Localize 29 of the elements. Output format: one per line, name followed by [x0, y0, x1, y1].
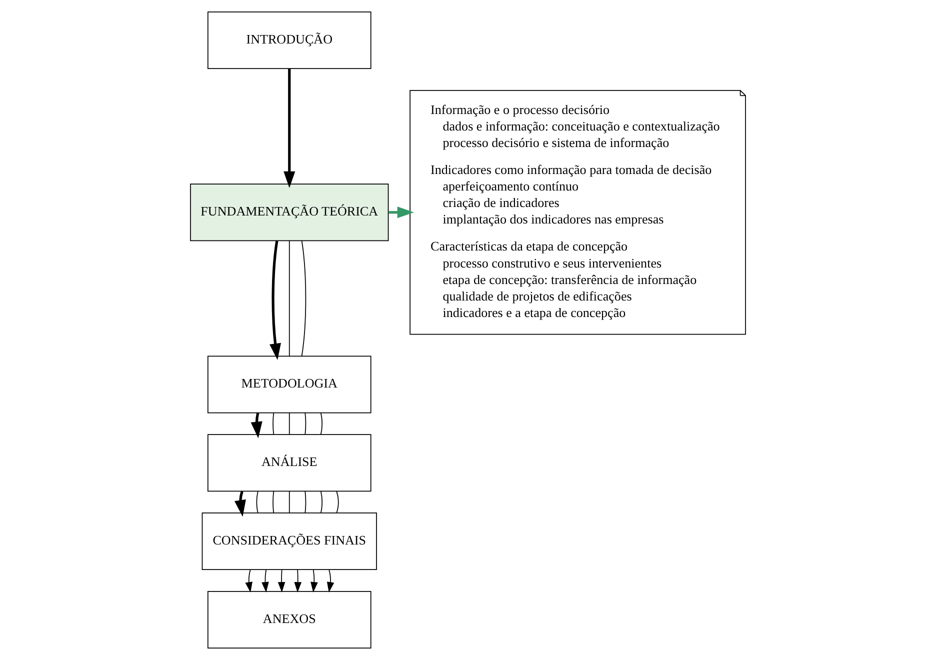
arrow — [262, 569, 269, 593]
arrow — [326, 569, 334, 592]
connector — [272, 491, 274, 514]
arrow — [284, 68, 296, 188]
connector — [288, 491, 290, 514]
node-box: CONSIDERAÇÕES FINAIS — [202, 512, 377, 570]
arrow — [278, 569, 286, 593]
arrow — [245, 569, 252, 592]
connector — [304, 491, 306, 514]
arrow — [234, 491, 246, 517]
node-box: METODOLOGIA — [207, 356, 372, 414]
connector — [288, 412, 290, 435]
connector — [304, 412, 306, 435]
node-box: FUNDAMENTAÇÃO TEÓRICA — [190, 184, 389, 242]
arrow — [270, 240, 282, 360]
connector — [320, 412, 322, 435]
connector — [288, 240, 290, 357]
node-box: ANEXOS — [207, 590, 372, 648]
connector — [336, 491, 339, 514]
node-box: ANÁLISE — [207, 434, 372, 492]
connector — [320, 491, 322, 514]
node-box: INTRODUÇÃO — [207, 12, 372, 70]
connector — [301, 240, 306, 357]
arrow — [294, 569, 302, 593]
arrow — [310, 569, 318, 593]
connector — [256, 491, 258, 514]
arrow — [250, 412, 262, 438]
arrow — [388, 206, 414, 218]
connector — [272, 412, 274, 435]
